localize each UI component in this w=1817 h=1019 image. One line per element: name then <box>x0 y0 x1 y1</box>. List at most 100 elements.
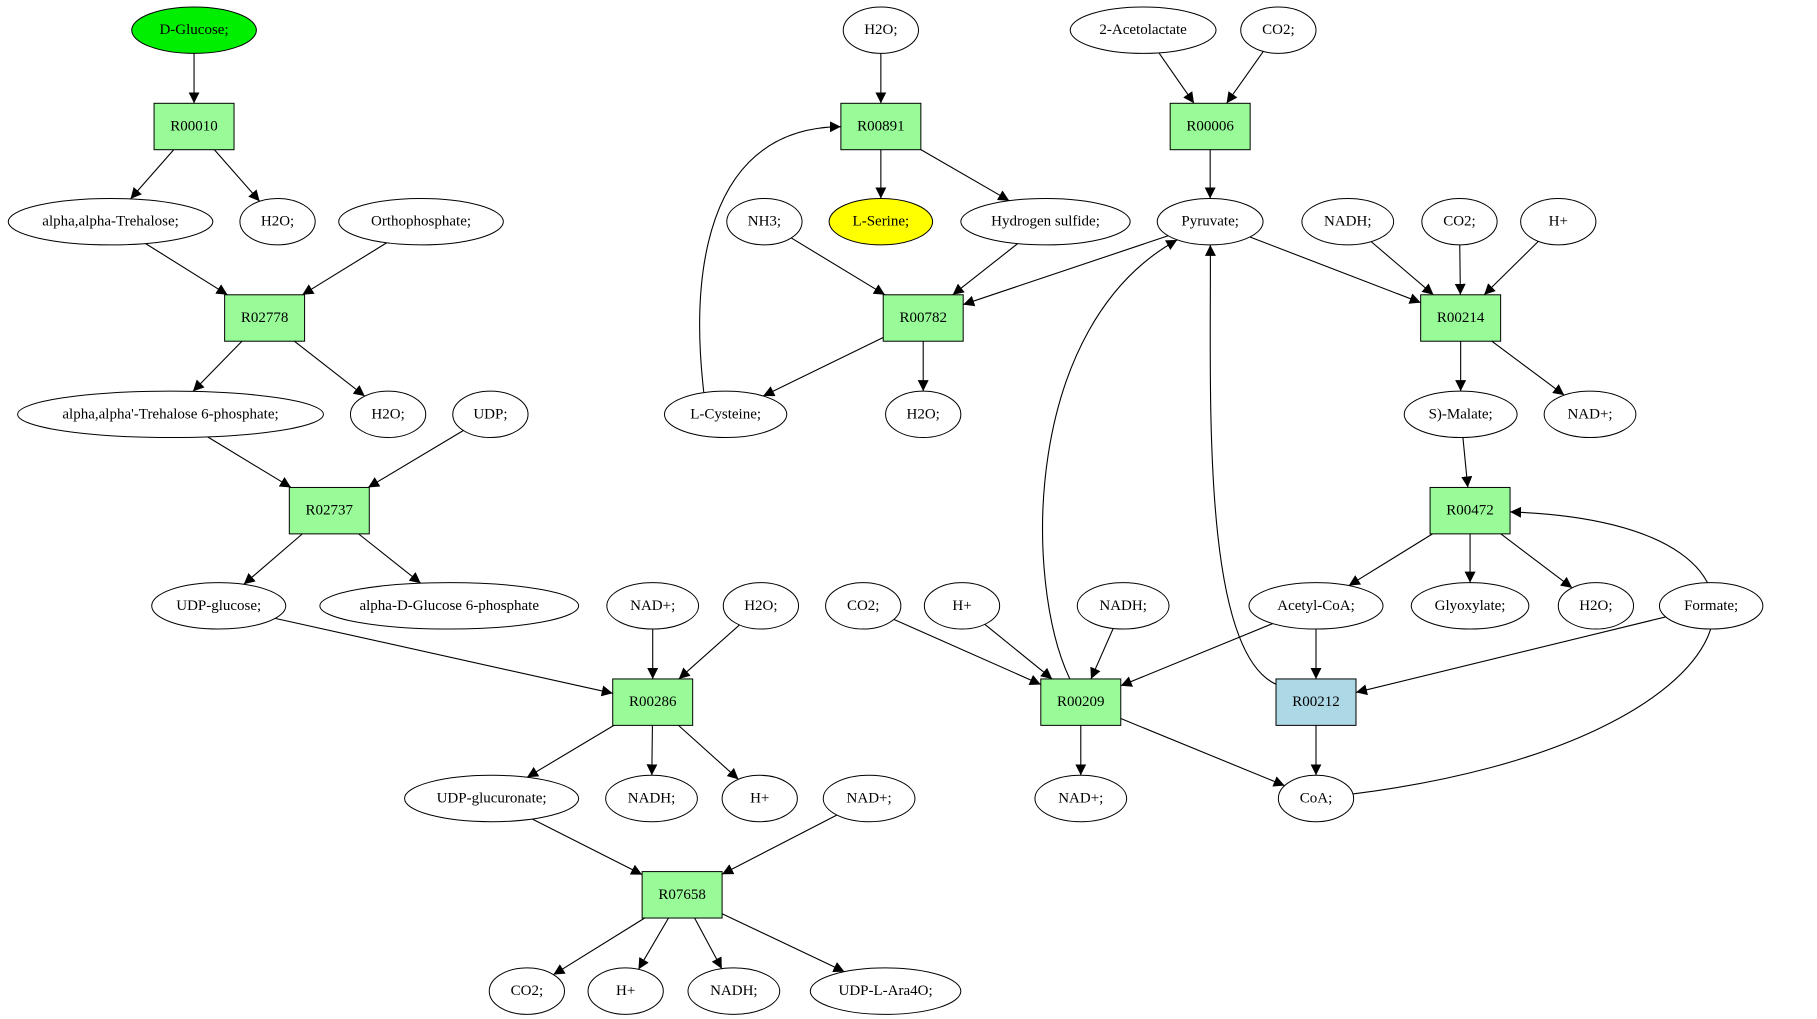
reaction-node-r00891[interactable]: R00891 <box>840 102 922 151</box>
metabolite-node-nadh_b[interactable]: NADH; <box>687 967 781 1015</box>
node-label: R00214 <box>1437 310 1485 326</box>
metabolite-node-co2_a[interactable]: CO2; <box>488 967 566 1015</box>
metabolite-node-co2_d[interactable]: CO2; <box>825 582 902 630</box>
metabolite-node-h2o_d[interactable]: H2O; <box>842 6 919 54</box>
metabolite-node-ortho[interactable]: Orthophosphate; <box>338 197 504 246</box>
node-label: D-Glucose; <box>159 22 228 38</box>
reaction-node-r00006[interactable]: R00006 <box>1169 102 1251 151</box>
metabolite-node-treh6p[interactable]: alpha,alpha'-Trehalose 6-phosphate; <box>17 390 324 439</box>
metabolite-node-glyoxylate[interactable]: Glyoxylate; <box>1410 582 1530 630</box>
reaction-node-r07658[interactable]: R07658 <box>641 871 723 919</box>
metabolite-node-udpglucuronate[interactable]: UDP-glucuronate; <box>404 774 580 823</box>
metabolite-node-hplus_b[interactable]: H+ <box>587 967 664 1015</box>
edge-r00472-to-acetylcoa <box>1348 533 1433 587</box>
node-label: H+ <box>1549 214 1568 230</box>
node-label: S)-Malate; <box>1429 406 1493 422</box>
metabolite-node-nadh_a[interactable]: NADH; <box>605 774 698 823</box>
metabolite-node-smalate[interactable]: S)-Malate; <box>1403 390 1518 439</box>
node-label: H2O; <box>261 214 294 230</box>
reaction-node-r00214[interactable]: R00214 <box>1420 294 1502 342</box>
metabolite-node-hplus_c[interactable]: H+ <box>1520 197 1597 246</box>
nodes: D-Glucose; R00010 alpha,alpha-Trehalose; H2… <box>7 6 1764 1015</box>
metabolite-node-nadp_a[interactable]: NAD+; <box>606 582 700 630</box>
edge-r02737-to-ag6p <box>358 533 422 584</box>
node-shape <box>1301 197 1395 246</box>
metabolite-node-co2_b[interactable]: CO2; <box>1240 6 1317 54</box>
node-shape <box>809 967 962 1015</box>
metabolite-node-h2o_f[interactable]: H2O; <box>1557 582 1635 630</box>
node-label: H+ <box>750 790 769 806</box>
metabolite-node-hplus_a[interactable]: H+ <box>721 774 798 823</box>
node-label: H2O; <box>1579 598 1612 614</box>
node-label: UDP; <box>473 406 507 422</box>
metabolite-node-trehalose[interactable]: alpha,alpha-Trehalose; <box>7 197 214 246</box>
reaction-node-r00286[interactable]: R00286 <box>612 678 694 726</box>
reaction-node-r00010[interactable]: R00010 <box>153 102 235 151</box>
metabolite-node-coa[interactable]: CoA; <box>1277 774 1355 823</box>
node-shape <box>452 390 529 439</box>
metabolite-node-nadp_c[interactable]: NAD+; <box>1543 390 1637 439</box>
metabolite-node-lcysteine[interactable]: L-Cysteine; <box>663 390 788 439</box>
edge-udpglucose-to-r00286 <box>275 617 613 697</box>
metabolite-node-h2o_a[interactable]: H2O; <box>239 197 316 246</box>
metabolite-node-udpara[interactable]: UDP-L-Ara4O; <box>809 967 962 1015</box>
metabolite-node-acetylcoa[interactable]: Acetyl-CoA; <box>1248 582 1384 630</box>
node-shape <box>722 582 800 630</box>
metabolite-node-pyruvate[interactable]: Pyruvate; <box>1156 197 1264 246</box>
node-shape <box>1429 486 1511 535</box>
metabolite-node-nadp_b[interactable]: NAD+; <box>822 774 916 823</box>
node-shape <box>1275 678 1357 726</box>
edge-r00212-to-pyruvate <box>1204 244 1277 685</box>
edge-r00891-to-h2s <box>920 149 1010 202</box>
reaction-node-r00209[interactable]: R00209 <box>1040 678 1122 726</box>
metabolite-node-co2_c[interactable]: CO2; <box>1421 197 1498 246</box>
node-label: R00891 <box>857 119 905 135</box>
node-shape <box>153 102 235 151</box>
metabolite-node-nh3[interactable]: NH3; <box>726 197 803 246</box>
metabolite-node-acetolactate[interactable]: 2-Acetolactate <box>1069 6 1217 54</box>
node-shape <box>1421 197 1498 246</box>
metabolite-node-nadh_d[interactable]: NADH; <box>1076 582 1170 630</box>
metabolite-node-ag6p[interactable]: alpha-D-Glucose 6-phosphate <box>319 582 580 630</box>
node-shape <box>1543 390 1637 439</box>
node-shape <box>641 871 723 919</box>
node-shape <box>239 197 316 246</box>
reaction-node-r00782[interactable]: R00782 <box>882 294 964 342</box>
node-shape <box>1156 197 1264 246</box>
edge-r02778-to-treh6p <box>192 340 243 392</box>
edge-r02778-to-h2o_b <box>294 340 366 397</box>
node-label: Glyoxylate; <box>1435 598 1506 614</box>
reaction-node-r00472[interactable]: R00472 <box>1429 486 1511 535</box>
metabolite-node-h2o_c[interactable]: H2O; <box>722 582 800 630</box>
edge-co2_b-to-r00006 <box>1226 51 1264 104</box>
metabolite-node-formate[interactable]: Formate; <box>1658 582 1764 630</box>
metabolite-node-h2o_b[interactable]: H2O; <box>349 390 427 439</box>
metabolite-node-hplus_d[interactable]: H+ <box>923 582 1001 630</box>
node-shape <box>663 390 788 439</box>
metabolite-node-h2o_e[interactable]: H2O; <box>885 390 962 439</box>
node-shape <box>1420 294 1502 342</box>
edge-hplus_c-to-r00214 <box>1483 240 1539 296</box>
node-label: R07658 <box>658 887 706 903</box>
reaction-node-r00212[interactable]: R00212 <box>1275 678 1357 726</box>
node-shape <box>828 197 934 246</box>
node-shape <box>1277 774 1355 823</box>
metabolite-node-nadh_c[interactable]: NADH; <box>1301 197 1395 246</box>
reaction-node-r02737[interactable]: R02737 <box>288 486 370 535</box>
reaction-node-r02778[interactable]: R02778 <box>224 294 306 342</box>
metabolite-node-udp[interactable]: UDP; <box>452 390 529 439</box>
edge-nadh_d-to-r00209 <box>1090 628 1114 680</box>
metabolite-node-dglucose[interactable]: D-Glucose; <box>131 6 257 54</box>
node-label: alpha-D-Glucose 6-phosphate <box>359 598 539 614</box>
node-shape <box>1076 582 1170 630</box>
metabolite-node-nadp_d[interactable]: NAD+; <box>1034 774 1128 823</box>
node-shape <box>882 294 964 342</box>
node-label: UDP-glucuronate; <box>437 790 547 806</box>
node-shape <box>1403 390 1518 439</box>
metabolite-node-udpglucose[interactable]: UDP-glucose; <box>151 582 287 630</box>
metabolite-node-h2s[interactable]: Hydrogen sulfide; <box>960 197 1131 246</box>
node-shape <box>1658 582 1764 630</box>
metabolite-node-lserine[interactable]: L-Serine; <box>828 197 934 246</box>
node-shape <box>288 486 370 535</box>
edge-r07658-to-hplus_b <box>637 917 669 970</box>
